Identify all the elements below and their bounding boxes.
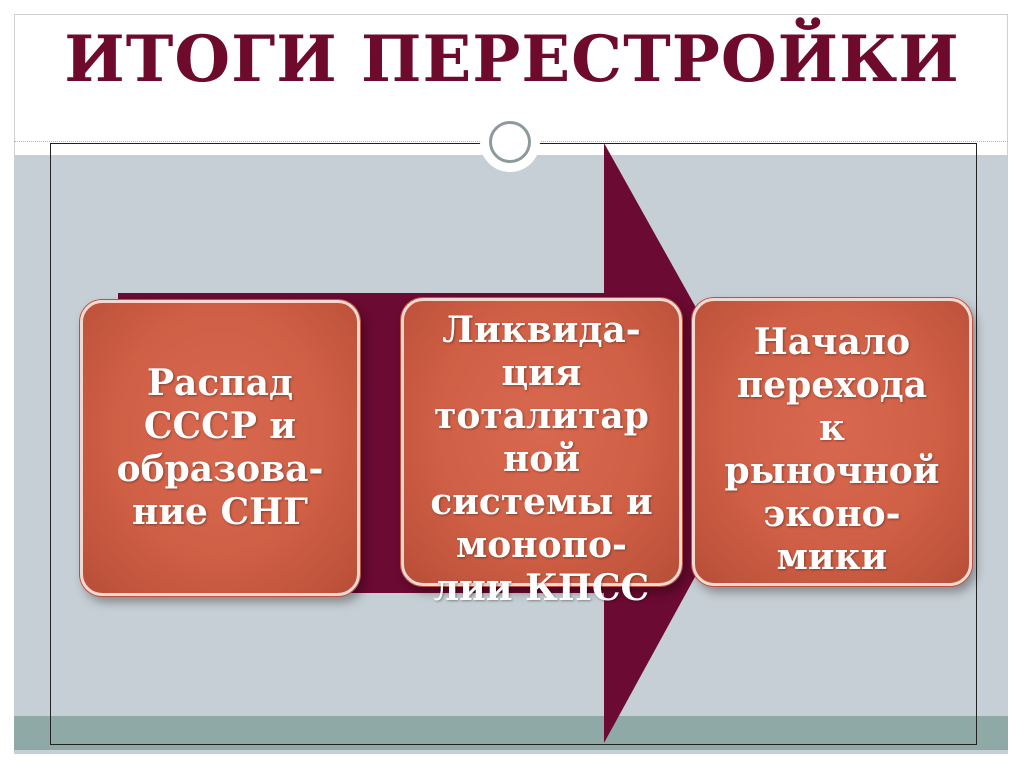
result-box-3: Начало перехода к рыночной эконо- мики: [692, 298, 972, 586]
result-box-1: Распад СССР и образова- ние СНГ: [80, 300, 360, 596]
result-box-1-text: Распад СССР и образова- ние СНГ: [116, 362, 324, 533]
result-box-2: Ликвида- ция тоталитар ной системы и мон…: [401, 298, 682, 609]
result-box-2-text: Ликвида- ция тоталитар ной системы и мон…: [430, 309, 653, 609]
slide-title: ИТОГИ ПЕРЕСТРОЙКИ: [64, 22, 960, 97]
result-box-3-text: Начало перехода к рыночной эконо- мики: [724, 321, 940, 578]
ring-icon: [489, 121, 531, 163]
circle-ornament: [480, 112, 540, 172]
